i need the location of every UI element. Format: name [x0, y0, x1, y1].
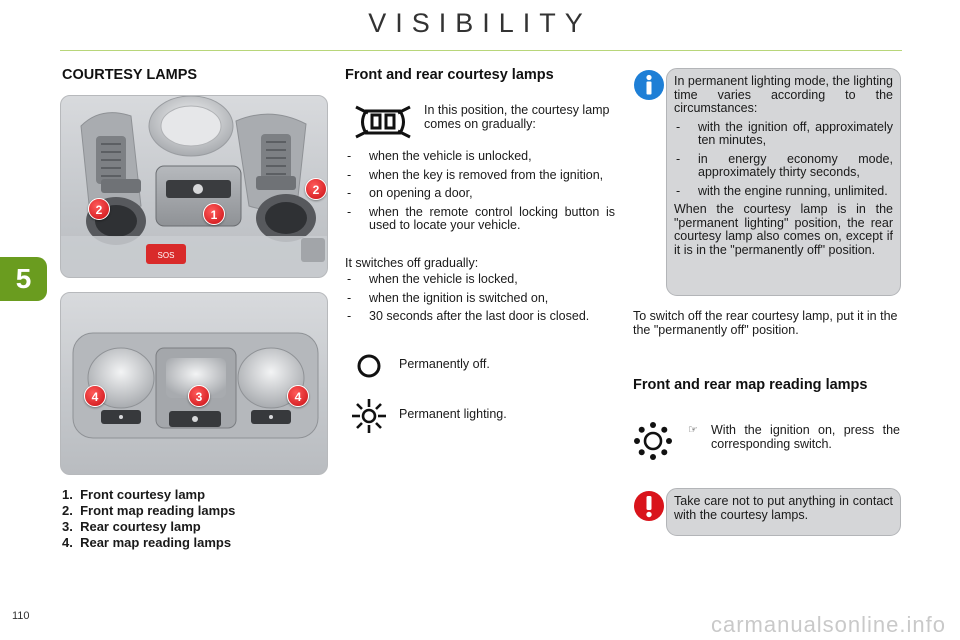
rear-lamps-photo: 4 3 4 [60, 292, 328, 475]
list-item: when the ignition is switched on, [345, 291, 615, 306]
list-item: 30 seconds after the last door is closed… [345, 309, 615, 324]
page-number: 110 [12, 610, 30, 622]
front-lamps-illustration: SOS [61, 96, 327, 277]
callout-badge: 2 [305, 178, 327, 200]
list-item: when the vehicle is locked, [345, 272, 615, 287]
section-heading: COURTESY LAMPS [62, 67, 198, 83]
list-item: on opening a door, [345, 186, 615, 201]
callout-badge: 3 [188, 385, 210, 407]
permanently-off-text: Permanently off. [399, 357, 490, 371]
car-doors-icon [355, 105, 411, 139]
switch-off-list: when the vehicle is locked, when the ign… [345, 272, 615, 324]
watermark: carmanualsonline.info [710, 612, 946, 637]
legend-item: 1. Front courtesy lamp [62, 487, 206, 502]
list-item: when the remote control locking button i… [345, 205, 615, 233]
list-item: when the key is removed from the ignitio… [345, 168, 615, 183]
courtesy-lamps-heading: Front and rear courtesy lamps [345, 67, 554, 83]
chapter-tab[interactable]: 5 [0, 257, 47, 301]
lamp-legend: 1. Front courtesy lamp 2. Front map read… [62, 487, 332, 551]
map-lamps-heading: Front and rear map reading lamps [633, 377, 868, 393]
list-item: when the vehicle is unlocked, [345, 149, 615, 164]
warning-icon [634, 491, 664, 521]
list-item: in energy economy mode, approximately th… [674, 152, 893, 180]
legend-item: 3. Rear courtesy lamp [62, 519, 201, 534]
front-lamps-photo: SOS 2 1 2 [60, 95, 328, 278]
callout-badge: 4 [84, 385, 106, 407]
sos-label: SOS [158, 251, 175, 260]
callout-badge: 4 [287, 385, 309, 407]
map-lamp-icon [634, 422, 672, 460]
pointing-hand-icon: ☞ [688, 424, 698, 436]
permanent-lighting-text: Permanent lighting. [399, 407, 507, 421]
legend-item: 4. Rear map reading lamps [62, 535, 232, 550]
page-title: VISIBILITY [368, 8, 592, 38]
info-note: In permanent lighting mode, the lighting… [666, 68, 901, 296]
title-divider [60, 50, 902, 51]
info-outro: When the courtesy lamp is in the "perman… [674, 202, 893, 257]
info-icon [634, 70, 664, 100]
callout-badge: 2 [88, 198, 110, 220]
warning-note: Take care not to put anything in contact… [666, 488, 901, 536]
list-item: with the ignition off, approximately ten… [674, 120, 893, 148]
rear-lamps-illustration [72, 332, 319, 439]
info-intro: In permanent lighting mode, the lighting… [674, 74, 893, 115]
circle-icon [357, 354, 381, 378]
door-position-text: In this position, the courtesy lamp come… [424, 103, 610, 131]
map-lamp-instruction: ☞ With the ignition on, press the corres… [688, 423, 900, 451]
switch-on-list: when the vehicle is unlocked, when the k… [345, 149, 615, 233]
switch-off-rear-text: To switch off the rear courtesy lamp, pu… [633, 309, 898, 337]
switch-off-intro: It switches off gradually: [345, 256, 479, 270]
sun-rays-icon [352, 399, 386, 433]
legend-item: 2. Front map reading lamps [62, 503, 236, 518]
list-item: with the engine running, unlimited. [674, 184, 893, 199]
callout-badge: 1 [203, 203, 225, 225]
